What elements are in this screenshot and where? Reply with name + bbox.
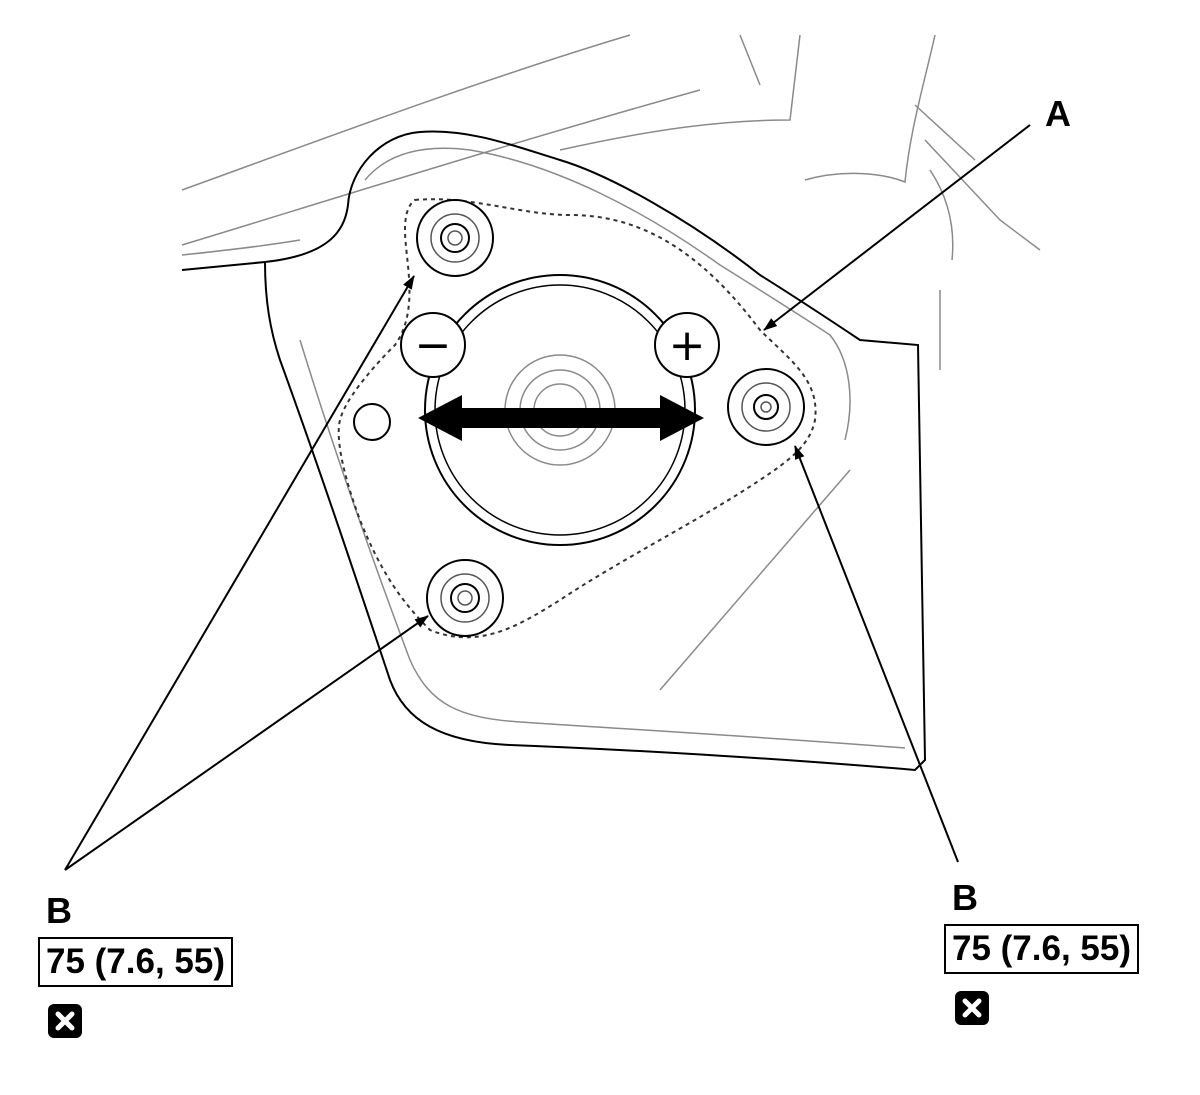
callout-label-a: A (1045, 93, 1071, 134)
callout-label-b-left: B (46, 890, 72, 931)
plus-indicator: + (654, 312, 720, 378)
strut-mount-outline (337, 198, 817, 639)
nut-bottom (426, 559, 504, 637)
nut-top (416, 199, 494, 277)
minus-indicator: − (400, 312, 466, 378)
mount-plate (181, 130, 927, 772)
torque-spec-right: 75 (7.6, 55) (944, 924, 1139, 974)
replace-x-icon (48, 1004, 82, 1038)
plus-symbol: + (669, 320, 706, 371)
locating-hole (353, 403, 391, 441)
replace-x-icon (955, 991, 989, 1025)
torque-spec-left: 75 (7.6, 55) (38, 937, 233, 987)
minus-symbol: − (415, 320, 452, 371)
adjustment-double-arrow (418, 395, 704, 441)
callout-label-b-right: B (952, 877, 978, 918)
body-panel-lines (181, 34, 1041, 691)
nut-right (727, 368, 805, 446)
leader-lines (64, 124, 1031, 871)
